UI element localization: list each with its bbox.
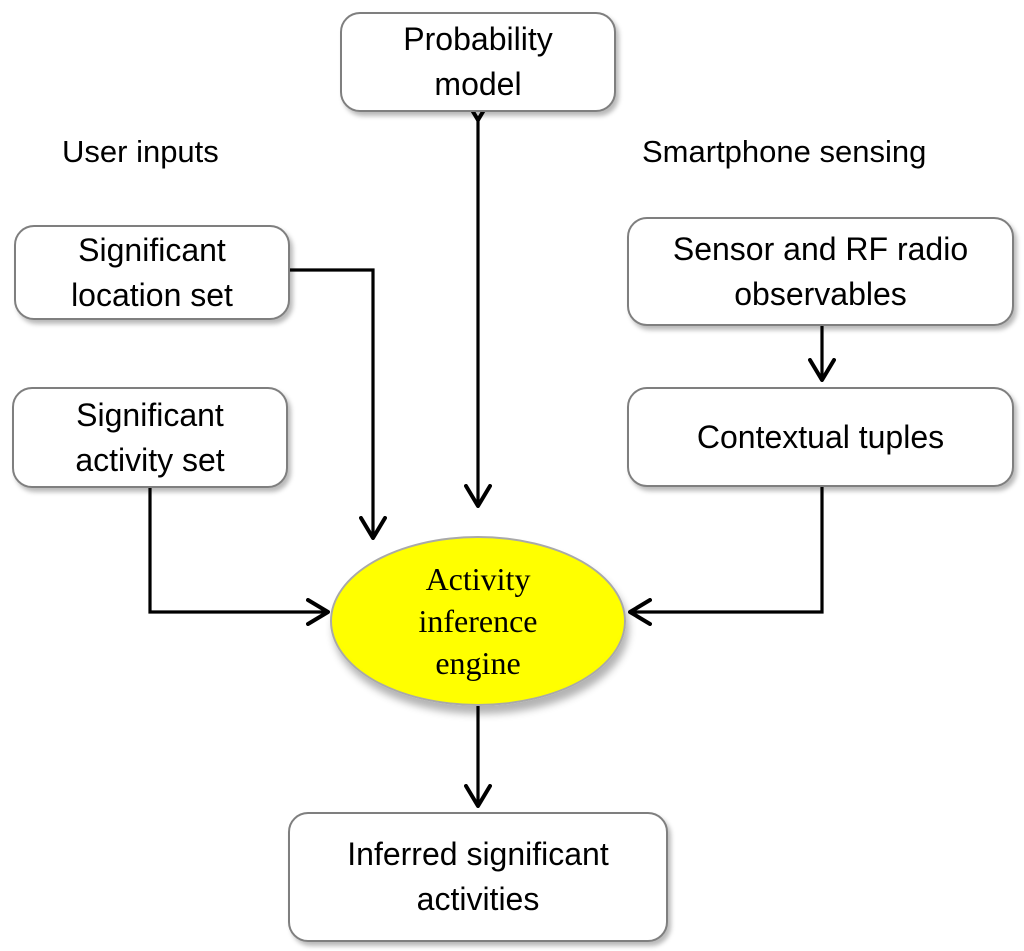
sensor-rf-observables-node: Sensor and RF radio observables xyxy=(627,217,1014,326)
significant-activity-set-node: Significant activity set xyxy=(12,387,288,488)
contextual-tuples-node: Contextual tuples xyxy=(627,387,1014,487)
inferred-activities-node: Inferred significant activities xyxy=(288,812,668,942)
node-line: observables xyxy=(734,275,907,312)
node-line: engine xyxy=(435,645,521,681)
significant-location-set-node: Significant location set xyxy=(14,225,290,320)
smartphone-sensing-label: Smartphone sensing xyxy=(642,134,927,169)
edge-tuples-engine xyxy=(628,487,824,626)
user-inputs-label: User inputs xyxy=(62,134,219,169)
node-line: Contextual tuples xyxy=(696,418,945,455)
node-line: Activity xyxy=(425,561,531,597)
node-line: Inferred significant xyxy=(347,836,609,872)
node-line: Sensor and RF radio xyxy=(672,230,969,267)
node-line: inference xyxy=(418,603,538,639)
node-line: model xyxy=(434,66,522,102)
node-line: activity set xyxy=(75,441,225,478)
edge-activity-set-engine xyxy=(148,488,330,626)
node-line: Significant xyxy=(76,396,224,433)
edge-location-set-engine xyxy=(290,268,387,540)
probability-model-node: Probability model xyxy=(340,12,616,112)
activity-inference-engine-node: Activity inference engine xyxy=(330,536,626,706)
node-line: Probability xyxy=(403,21,553,57)
node-line: activities xyxy=(416,881,540,917)
node-line: location set xyxy=(71,276,233,313)
node-line: Significant xyxy=(78,231,226,268)
